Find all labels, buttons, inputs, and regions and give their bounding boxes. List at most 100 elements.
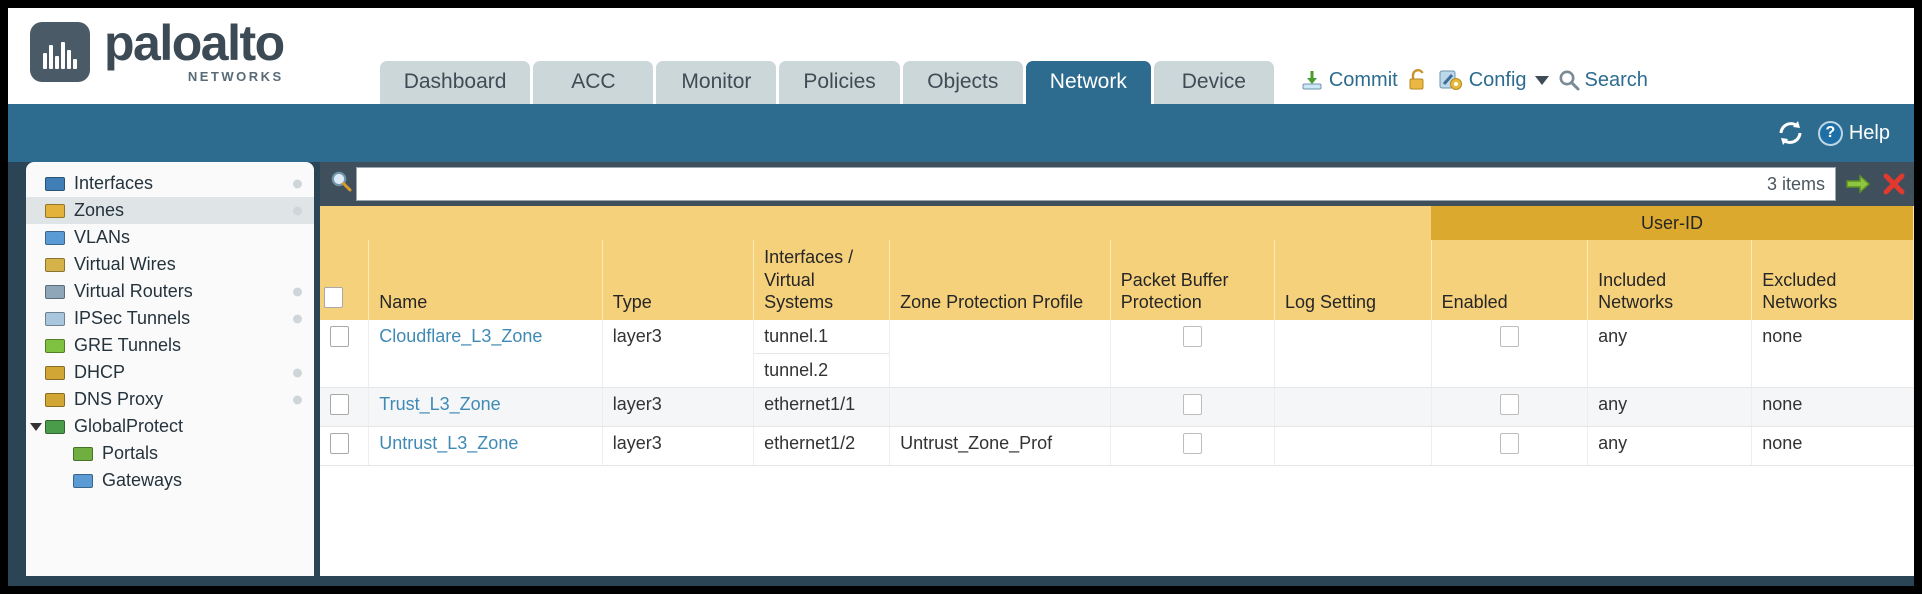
sidebar-item-portals[interactable]: Portals (26, 440, 314, 467)
cell-type: layer3 (602, 426, 755, 466)
cell-user-id-enabled[interactable] (1431, 426, 1589, 466)
cell-type: layer3 (602, 319, 755, 388)
sidebar-item-dns-proxy[interactable]: DNS Proxy (26, 386, 314, 413)
dns-proxy-icon (44, 391, 66, 409)
sidebar-item-gre-tunnels[interactable]: GRE Tunnels (26, 332, 314, 359)
tab-monitor[interactable]: Monitor (656, 61, 777, 104)
commit-button[interactable]: Commit (1300, 68, 1398, 92)
status-dot (293, 206, 302, 215)
green-arrow-apply-icon (1846, 174, 1871, 194)
sidebar-item-globalprotect[interactable]: GlobalProtect (26, 413, 314, 440)
tab-acc[interactable]: ACC (533, 61, 654, 104)
apply-filter-button[interactable] (1844, 170, 1872, 198)
user-id-enabled-checkbox[interactable] (1499, 432, 1519, 454)
tab-label: ACC (571, 70, 616, 93)
status-dot (293, 314, 302, 323)
column-header-packet-buffer-protection[interactable]: Packet Buffer Protection (1110, 240, 1275, 320)
tab-device[interactable]: Device (1153, 61, 1274, 104)
sidebar-item-virtual-wires[interactable]: Virtual Wires (26, 251, 314, 278)
portals-icon (72, 445, 94, 463)
sidebar-item-label: Interfaces (74, 173, 154, 193)
ipsec-tunnels-icon (44, 310, 66, 328)
sidebar-item-ipsec-tunnels[interactable]: IPSec Tunnels (26, 305, 314, 332)
commit-label: Commit (1328, 68, 1398, 91)
refresh-icon[interactable] (1776, 120, 1806, 146)
config-menu[interactable]: Config (1438, 68, 1549, 92)
select-all-checkbox[interactable] (324, 287, 343, 308)
tab-policies[interactable]: Policies (779, 61, 900, 104)
tab-objects[interactable]: Objects (902, 61, 1023, 104)
cell-user-id-enabled[interactable] (1431, 319, 1589, 388)
tab-dashboard[interactable]: Dashboard (379, 61, 531, 104)
row-checkbox[interactable] (330, 393, 349, 415)
zone-link[interactable]: Cloudflare_L3_Zone (379, 325, 543, 346)
sidebar-item-label: Portals (102, 443, 159, 463)
packet-buffer-checkbox[interactable] (1182, 325, 1202, 347)
interfaces-icon (44, 175, 66, 193)
column-header-type[interactable]: Type (602, 240, 755, 320)
row-checkbox[interactable] (330, 325, 349, 347)
cell-log-setting (1274, 387, 1432, 427)
column-header-zone-protection-profile[interactable]: Zone Protection Profile (889, 240, 1111, 320)
user-id-enabled-checkbox[interactable] (1499, 325, 1519, 347)
sidebar-item-label: DHCP (74, 362, 126, 382)
sidebar-item-label: Gateways (102, 470, 183, 490)
sidebar-item-label: GRE Tunnels (74, 335, 182, 355)
expand-caret-icon[interactable] (30, 422, 42, 431)
row-select-cell[interactable] (320, 426, 370, 466)
commit-download-icon (1302, 71, 1322, 90)
sidebar-item-dhcp[interactable]: DHCP (26, 359, 314, 386)
lock-button[interactable] (1407, 68, 1429, 92)
search-button[interactable]: Search (1558, 69, 1648, 92)
cell-packet-buffer-protection[interactable] (1110, 426, 1275, 466)
clear-filter-button[interactable] (1880, 170, 1908, 198)
cell-log-setting (1274, 319, 1432, 388)
cell-packet-buffer-protection[interactable] (1110, 319, 1275, 388)
cell-packet-buffer-protection[interactable] (1110, 387, 1275, 427)
row-select-cell[interactable] (320, 319, 370, 388)
sidebar-item-zones[interactable]: Zones (26, 197, 314, 224)
brand-name: paloalto (104, 15, 285, 71)
padlock-icon (1409, 69, 1424, 90)
vlans-icon (44, 229, 66, 247)
magnifier-icon[interactable] (326, 170, 356, 198)
sidebar-item-virtual-routers[interactable]: Virtual Routers (26, 278, 314, 305)
zone-link[interactable]: Trust_L3_Zone (379, 393, 501, 414)
column-header-included-networks[interactable]: Included Networks (1587, 240, 1753, 320)
sidebar-item-gateways[interactable]: Gateways (26, 467, 314, 494)
help-button[interactable]: ? Help (1817, 120, 1890, 146)
cell-excluded-networks: none (1751, 426, 1914, 466)
row-select-cell[interactable] (320, 387, 370, 427)
sidebar-item-interfaces[interactable]: Interfaces (26, 170, 314, 197)
row-checkbox[interactable] (330, 432, 349, 454)
tab-network[interactable]: Network (1025, 61, 1151, 104)
column-header-name[interactable]: Name (368, 240, 603, 320)
cell-included-networks: any (1587, 387, 1753, 427)
wrench-gear-icon (1439, 70, 1462, 90)
column-header-log-setting[interactable]: Log Setting (1274, 240, 1432, 320)
sidebar-item-label: IPSec Tunnels (74, 308, 191, 328)
cell-user-id-enabled[interactable] (1431, 387, 1589, 427)
select-all-header[interactable] (320, 240, 370, 320)
user-id-enabled-checkbox[interactable] (1499, 393, 1519, 415)
search-input[interactable]: 3 items (356, 167, 1836, 201)
status-dot (293, 395, 302, 404)
cell-included-networks: any (1587, 426, 1753, 466)
packet-buffer-checkbox[interactable] (1182, 393, 1202, 415)
column-header-enabled[interactable]: Enabled (1431, 240, 1589, 320)
sidebar-item-vlans[interactable]: VLANs (26, 224, 314, 251)
status-dot (293, 368, 302, 377)
packet-buffer-checkbox[interactable] (1182, 432, 1202, 454)
zone-link[interactable]: Untrust_L3_Zone (379, 432, 519, 453)
gre-tunnels-icon (44, 337, 66, 355)
column-header-interfaces-virtual-systems[interactable]: Interfaces / Virtual Systems (753, 240, 891, 320)
column-group-user-id: User-ID (1431, 206, 1914, 240)
column-header-excluded-networks[interactable]: Excluded Networks (1751, 240, 1914, 320)
